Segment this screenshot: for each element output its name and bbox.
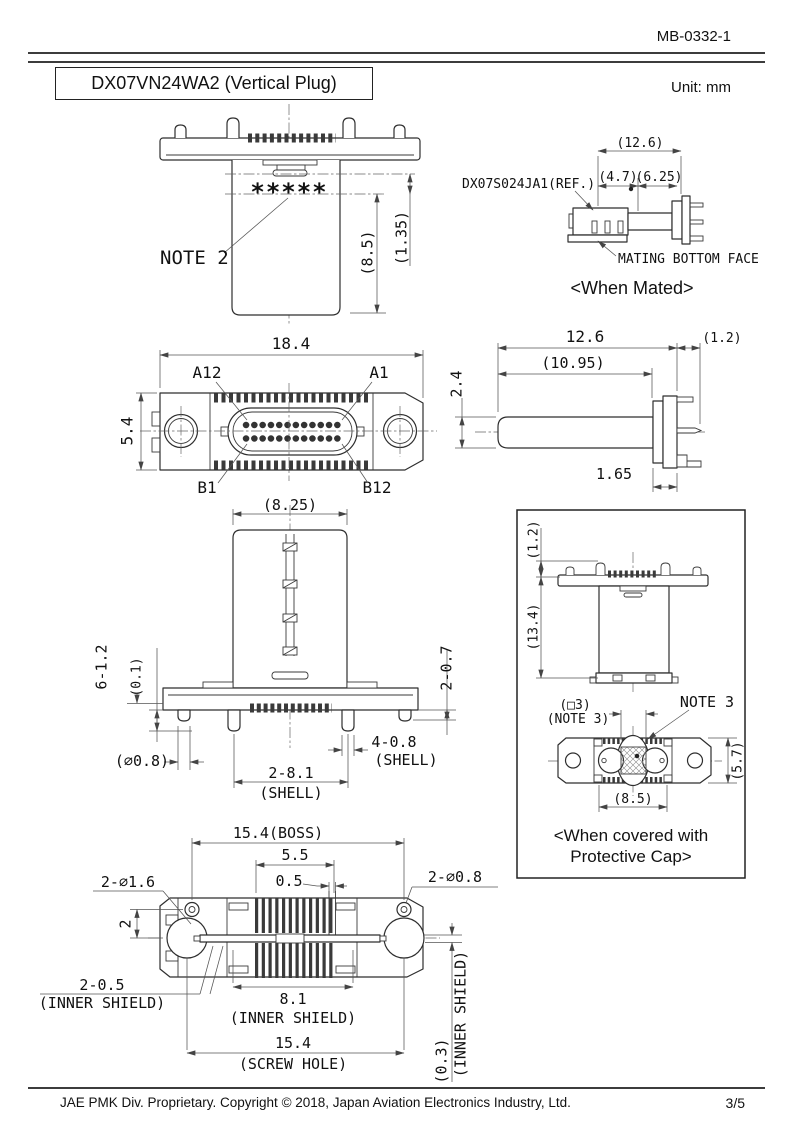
part-title-box: DX07VN24WA2 (Vertical Plug) bbox=[55, 67, 373, 100]
marking-area: ***** bbox=[250, 178, 327, 206]
page-number: 3/5 bbox=[725, 1095, 745, 1111]
inner-shield-label-center: (INNER SHIELD) bbox=[230, 1009, 356, 1027]
part-title: DX07VN24WA2 (Vertical Plug) bbox=[91, 73, 337, 93]
dim-2-8-1: 2-8.1 bbox=[268, 764, 313, 782]
mating-ref-label: DX07S024JA1(REF.) bbox=[462, 177, 595, 192]
footer-rule bbox=[28, 1087, 765, 1089]
dim-2-4: 2.4 bbox=[448, 370, 466, 397]
when-mated-caption: <When Mated> bbox=[570, 278, 693, 298]
dim-6-25: (6.25) bbox=[636, 170, 683, 185]
boss-peg bbox=[177, 709, 191, 722]
plug-body bbox=[231, 160, 341, 316]
dim-5-4: 5.4 bbox=[118, 417, 137, 446]
dim-5-5: 5.5 bbox=[281, 846, 308, 864]
mount-post bbox=[393, 124, 406, 138]
mount-post bbox=[226, 117, 240, 138]
dim-4-7: (4.7) bbox=[598, 170, 637, 185]
shell-pin bbox=[227, 709, 241, 732]
boss-hole-left bbox=[184, 901, 200, 918]
dim-0-5: 0.5 bbox=[275, 872, 302, 890]
shell-label-center: (SHELL) bbox=[259, 784, 322, 802]
plug-stem bbox=[627, 212, 673, 231]
dim-hole-1-6: 2-⌀1.6 bbox=[101, 873, 155, 891]
dim-8-5-cap: (8.5) bbox=[613, 792, 652, 807]
screw-hole-right bbox=[383, 917, 425, 959]
dim-cap-1-2: (1.2) bbox=[527, 520, 542, 559]
cap-screw-hole-left bbox=[564, 752, 582, 769]
dim-square-3: (□3) bbox=[559, 698, 590, 713]
mount-post bbox=[342, 117, 356, 138]
screw-hole-label: (SCREW HOLE) bbox=[239, 1055, 347, 1073]
cap-caption-line1: <When covered with bbox=[554, 826, 709, 845]
dim-15-4-boss: 15.4(BOSS) bbox=[233, 824, 323, 842]
dim-2-0-7: 2-0.7 bbox=[438, 645, 456, 690]
dim-1-2: (1.2) bbox=[702, 331, 741, 346]
dim-18-4: 18.4 bbox=[272, 334, 311, 353]
flange-bar bbox=[162, 687, 419, 711]
boss-hole-right bbox=[396, 901, 412, 918]
dim-5-7: (5.7) bbox=[731, 741, 746, 780]
dim-1-35: (1.35) bbox=[393, 211, 411, 265]
dim-15-4-screw: 15.4 bbox=[275, 1034, 311, 1052]
dim-13-4: (13.4) bbox=[527, 604, 542, 651]
note3-label: NOTE 3 bbox=[680, 693, 734, 711]
front-view: ***** NOTE 2 (8.5) (1.35) bbox=[159, 104, 421, 324]
receptacle-body bbox=[572, 207, 629, 236]
dim-6-1-2: 6-1.2 bbox=[93, 644, 111, 689]
pin-label-a1: A1 bbox=[369, 363, 388, 382]
dim-4-0-8: 4-0.8 bbox=[371, 733, 416, 751]
header-double-rule bbox=[28, 52, 765, 63]
pin-label-a12: A12 bbox=[193, 363, 222, 382]
top-view: 18.4 5.4 A12 A1 B1 B12 bbox=[118, 334, 437, 497]
dim-8-1: 8.1 bbox=[279, 990, 306, 1008]
mating-face-label: MATING BOTTOM FACE bbox=[618, 252, 759, 267]
flange-plate bbox=[662, 395, 678, 469]
dim-2-0-5: 2-0.5 bbox=[79, 976, 124, 994]
dim-8-5: (8.5) bbox=[359, 230, 377, 275]
plug-body-side bbox=[497, 416, 654, 449]
cap-view-border bbox=[516, 509, 746, 879]
cap-screw-hole-right bbox=[686, 752, 704, 769]
bottom-side-view: (8.25) 6-1.2 (0.1) 2-0.7 (⌀0.8) 4-0.8 bbox=[93, 496, 456, 802]
dim-12-6: 12.6 bbox=[566, 327, 605, 346]
dim-2: 2 bbox=[117, 919, 135, 928]
cap-body bbox=[598, 585, 670, 674]
dim-hole-0-8: 2-⌀0.8 bbox=[428, 868, 482, 886]
side-view: 12.6 (1.2) (10.95) 2.4 1.65 bbox=[448, 327, 742, 492]
pin-label-b1: B1 bbox=[197, 478, 216, 497]
note2-label: NOTE 2 bbox=[160, 247, 229, 269]
contact-oval bbox=[227, 407, 358, 456]
when-mated-view: (12.6) (4.7) (6.25) DX07S024JA1(REF.) MA… bbox=[462, 136, 759, 298]
boss-body bbox=[232, 529, 348, 689]
dim-10-95: (10.95) bbox=[541, 354, 604, 372]
mount-post bbox=[174, 124, 187, 138]
dim-8-25: (8.25) bbox=[263, 496, 317, 514]
dim-0-3: (0.3) bbox=[433, 1038, 451, 1083]
copyright-text: JAE PMK Div. Proprietary. Copyright © 20… bbox=[60, 1095, 571, 1110]
inner-shield-label-right: (INNER SHIELD) bbox=[452, 951, 470, 1077]
pin-label-b12: B12 bbox=[363, 478, 392, 497]
protective-cap-view: (1.2) (13.4) bbox=[516, 509, 746, 879]
square-note-label: (NOTE 3) bbox=[547, 712, 610, 727]
dim-0-1: (0.1) bbox=[130, 657, 145, 696]
unit-label: Unit: mm bbox=[671, 79, 731, 96]
pcb-plate bbox=[567, 234, 628, 243]
dim-12-6-ref: (12.6) bbox=[617, 136, 664, 151]
cap-square bbox=[620, 746, 647, 775]
dim-1-65: 1.65 bbox=[596, 465, 632, 483]
shell-pin bbox=[341, 709, 355, 732]
dim-dia-0-8: (⌀0.8) bbox=[115, 752, 169, 770]
shell-label-right: (SHELL) bbox=[374, 751, 437, 769]
document-number: MB-0332-1 bbox=[656, 28, 731, 45]
inner-shield-label-left: (INNER SHIELD) bbox=[39, 994, 165, 1012]
boss-peg bbox=[398, 709, 412, 722]
cap-caption-line2: Protective Cap> bbox=[570, 847, 691, 866]
bottom-view: 15.4(BOSS) 5.5 0.5 2-⌀1.6 2-⌀0.8 2 2-0.5… bbox=[39, 824, 498, 1084]
latch-hooks bbox=[282, 542, 298, 656]
